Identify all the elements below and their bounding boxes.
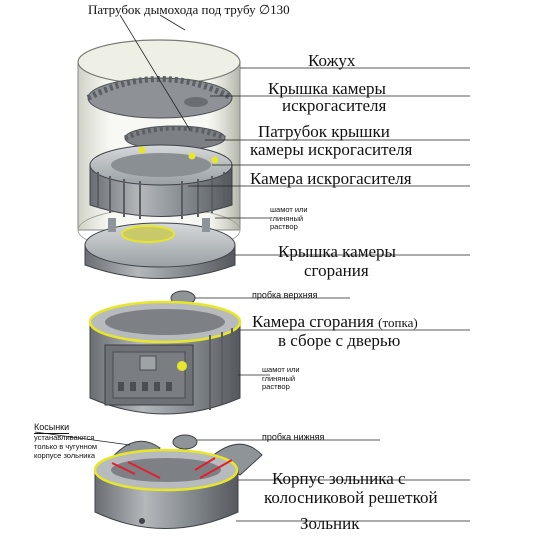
label-comb-lid-2: сгорания [304, 261, 369, 280]
label-comb-lid-1: Крышка камеры [278, 242, 396, 261]
combustion-chamber [88, 300, 242, 415]
label-spark-pipe-2: камеры искрогасителя [250, 140, 413, 159]
label-spark-pipe-1: Патрубок крышки [258, 122, 390, 141]
label-casing: Кожух [308, 51, 356, 70]
spark-chamber [89, 144, 233, 219]
label-spark-lid-1: Крышка камеры [268, 79, 386, 98]
label-ash-body-2: колосниковой решеткой [264, 488, 438, 507]
label-ash-pan: Зольник [300, 514, 360, 533]
label-gussets: Косынки устанавливаются только в чугунно… [34, 422, 98, 460]
label-plug-top: пробка верхняя [252, 290, 318, 300]
combustion-lid [84, 218, 236, 279]
spark-lid [86, 76, 234, 119]
leader-lines [34, 14, 470, 522]
label-spark-chamber: Камера искрогасителя [250, 169, 412, 188]
label-plug-bottom: пробка нижняя [262, 432, 325, 442]
ash-body [93, 448, 239, 529]
label-spark-lid-2: искрогасителя [282, 96, 387, 115]
plug-bottom [172, 434, 198, 450]
label-comb-chamber-1: Камера сгорания (топка) [252, 312, 418, 331]
label-comb-chamber-2: в сборе с дверью [278, 331, 401, 350]
label-ash-body-1: Корпус зольника с [272, 469, 406, 488]
label-flue-pipe: Патрубок дымохода под трубу ∅130 [88, 2, 290, 17]
